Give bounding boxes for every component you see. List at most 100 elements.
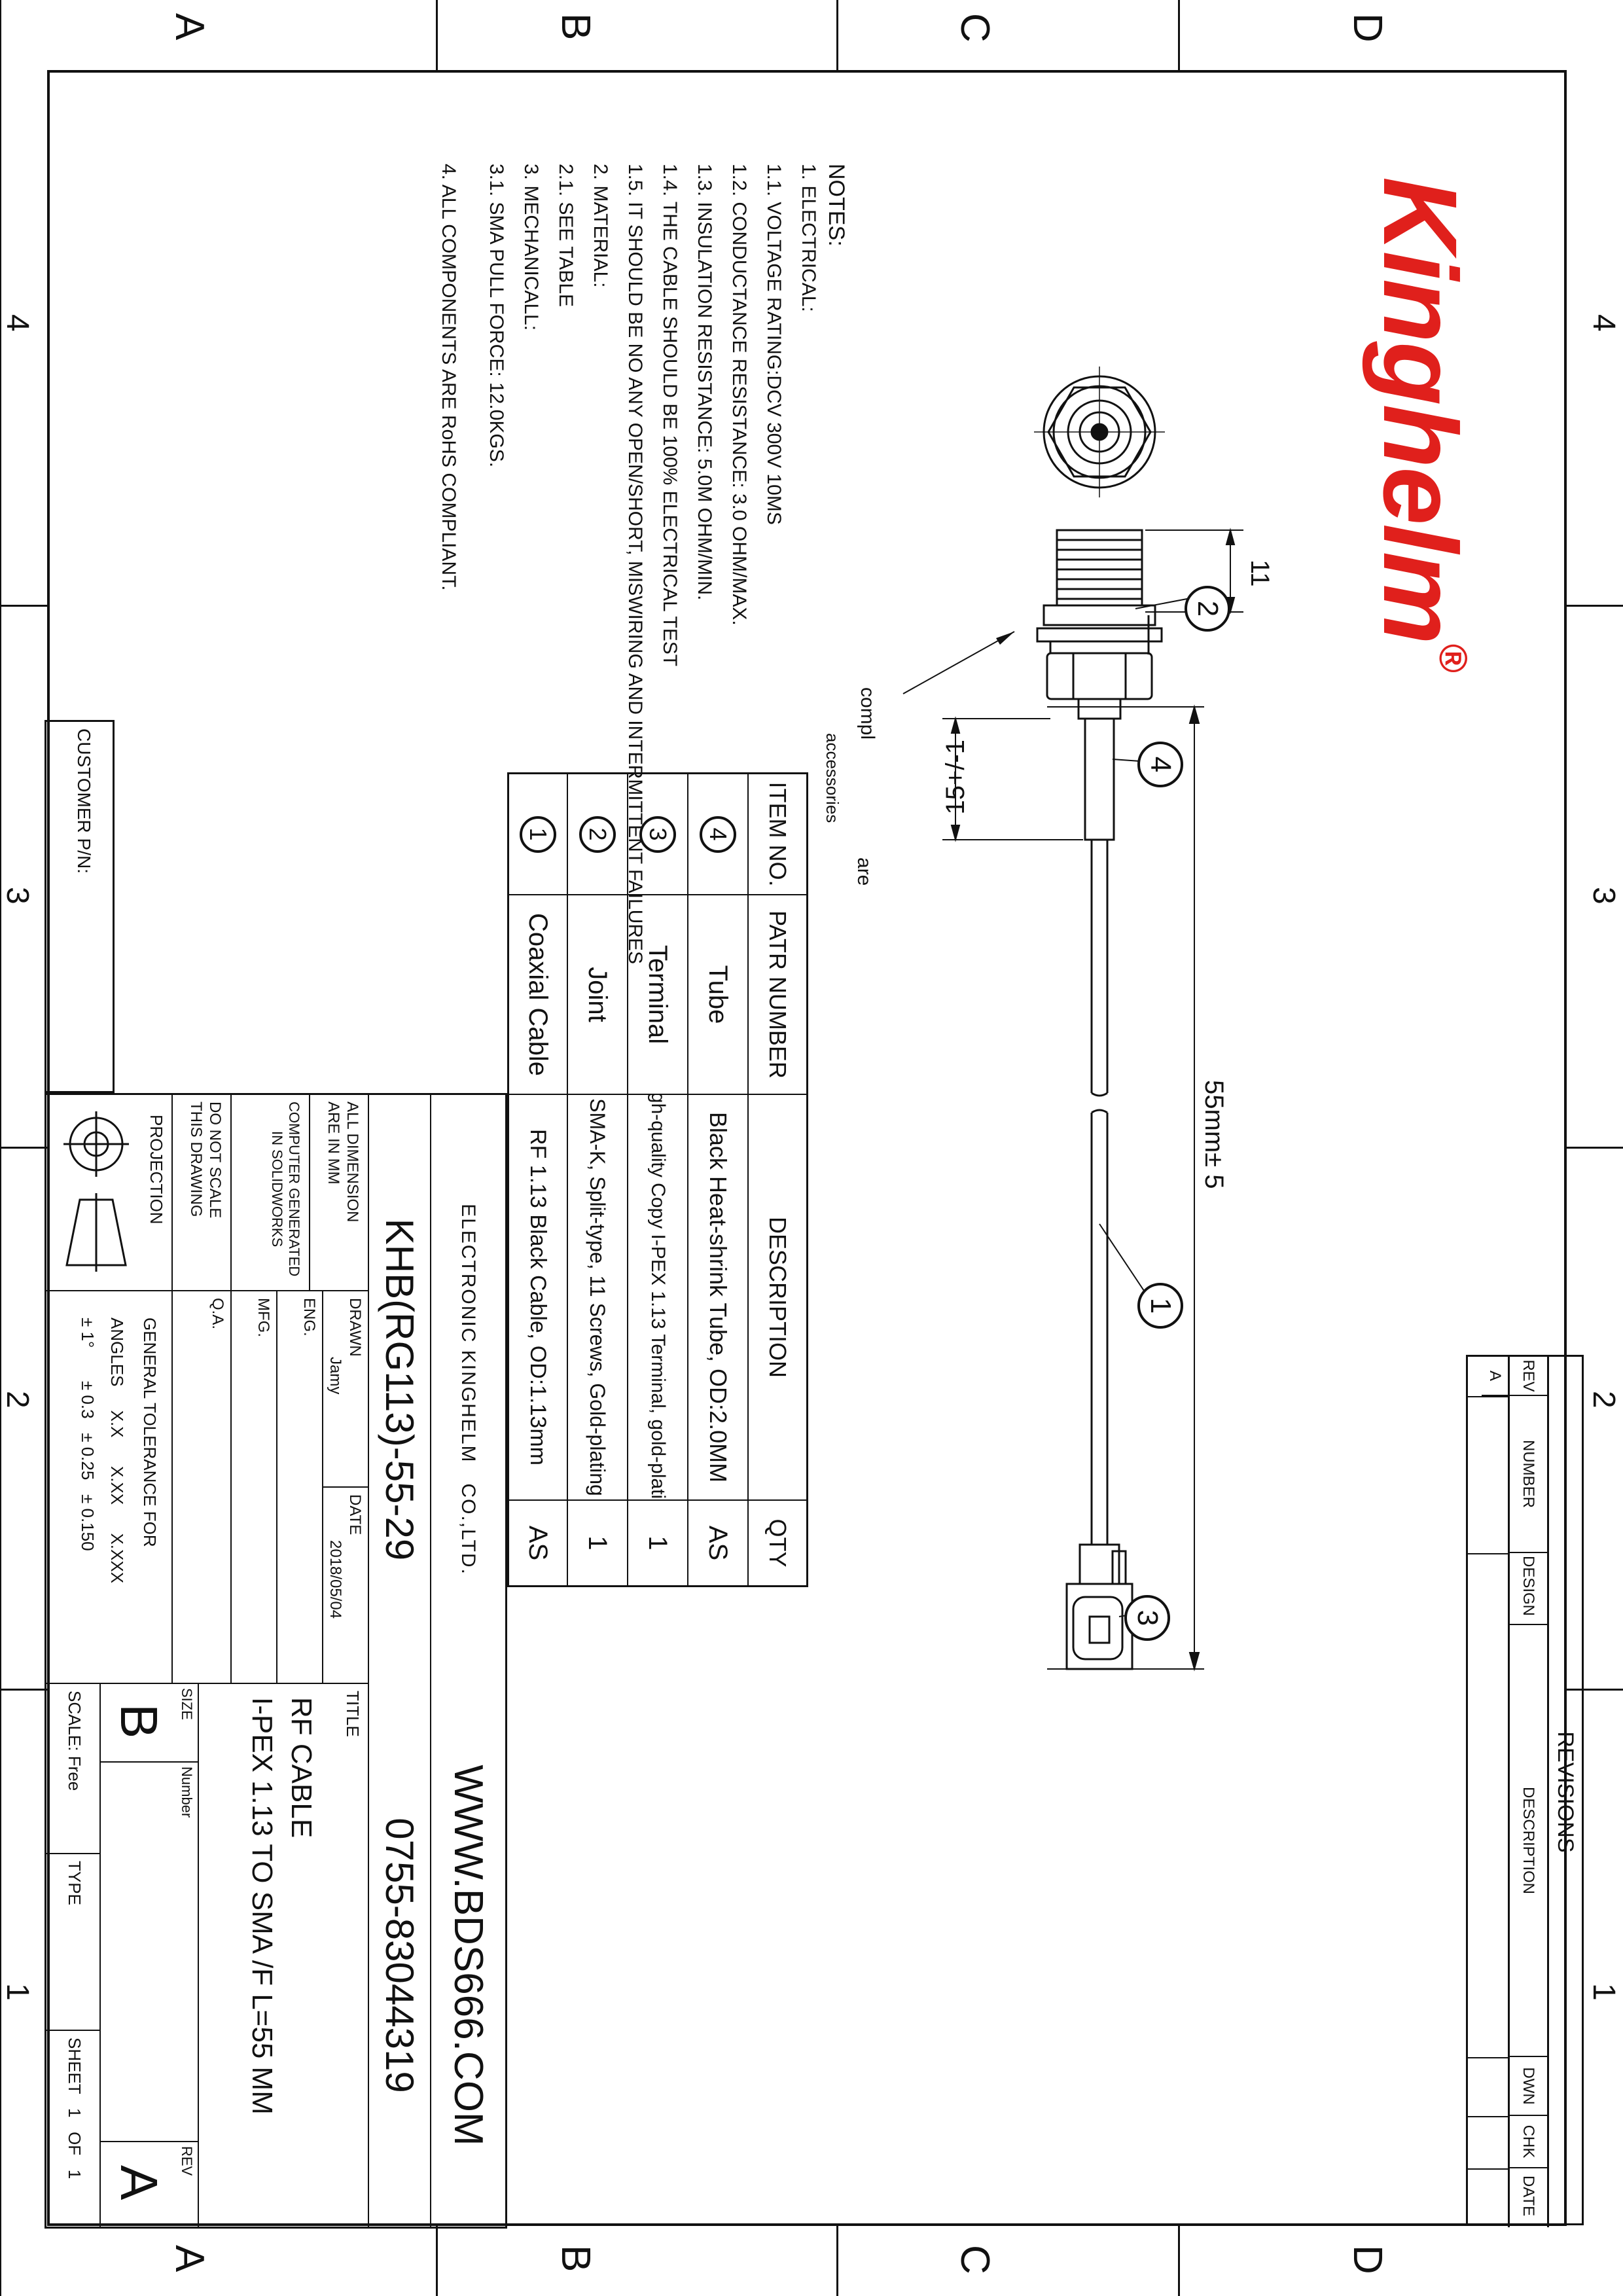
qa-label: Q.A. xyxy=(209,1298,226,1330)
title-line-1: RF CABLE xyxy=(285,1697,317,1839)
website: WWW.BDS666.COM xyxy=(430,1684,505,2227)
mfg-cell: MFG. xyxy=(230,1291,276,1684)
computer-generated-text: COMPUTER GENERATED IN SOLIDWORKS xyxy=(268,1102,302,1277)
tolerance-row-1: ANGLES X.X X.XX X.XXX xyxy=(107,1318,127,1584)
sheet-label: SHEET 1 OF 1 xyxy=(65,2037,84,2179)
number-cell: Number xyxy=(99,1763,198,2142)
tolerance-cell: GENERAL TOLERANCE FOR ANGLES X.X X.XX X.… xyxy=(46,1291,171,1684)
bom-row-item: 3 xyxy=(627,774,687,895)
zone-tick xyxy=(1178,2226,1180,2296)
eng-cell: ENG. xyxy=(276,1291,322,1684)
drawn-cell: DRAWN Jamy xyxy=(322,1291,368,1488)
annotation-text: accessories xyxy=(823,733,842,823)
title-cell: TITLE RF CABLE I-PEX 1.13 TO SMA /F L=55… xyxy=(198,1684,368,2227)
dim-tube-label: 15+/-1 xyxy=(941,740,970,815)
bom-header-item: ITEM NO. xyxy=(747,774,806,895)
zone-tick xyxy=(436,2226,438,2296)
type-label: TYPE xyxy=(65,1861,84,1905)
computer-generated: COMPUTER GENERATED IN SOLIDWORKS xyxy=(230,1095,309,1291)
title-line-2: I-PEX 1.13 TO SMA /F L=55 MM xyxy=(246,1697,278,2115)
bom-row-qty: 1 xyxy=(627,1501,687,1585)
title-block: ELECTRONIC KINGHELM CO.,LTD. WWW.BDS666.… xyxy=(45,1093,507,2229)
zone-tick xyxy=(436,0,438,70)
bom-row-item: 4 xyxy=(687,774,747,895)
rev-value: A xyxy=(110,2165,168,2200)
drawn-label: DRAWN xyxy=(346,1298,364,1357)
leader-panel xyxy=(902,631,1015,694)
date-value: 2018/05/04 xyxy=(327,1540,344,1619)
tolerance-row-2: ± 1° ± 0.3 ± 0.25 ± 0.150 xyxy=(78,1318,98,1551)
rev-header-date: DATE xyxy=(1520,2175,1538,2217)
all-dimension-text: ALL DIMENSION ARE IN MM xyxy=(325,1102,361,1223)
bom-row-part: Terminal xyxy=(627,895,687,1095)
tolerance-title: GENERAL TOLERANCE FOR xyxy=(140,1318,160,1547)
annotation-text: compl xyxy=(857,687,878,740)
bom-row-part: Joint xyxy=(567,895,627,1095)
zone-tick xyxy=(0,605,47,607)
zone-tick xyxy=(1567,605,1623,607)
zone-tick xyxy=(836,2226,838,2296)
scale-cell: SCALE: Free xyxy=(46,1684,99,1854)
size-label: SIZE xyxy=(179,1688,195,1720)
qa-cell: Q.A. xyxy=(171,1291,230,1684)
dim-length-label: 55mm± 5 xyxy=(1200,1080,1228,1189)
rev-header-dwn: DWN xyxy=(1510,2057,1547,2116)
company-name-text: ELECTRONIC KINGHELM xyxy=(457,1204,480,1463)
bom-row-part: Coaxial Cable xyxy=(509,895,567,1095)
bom-item-circle: 1 xyxy=(520,816,556,853)
dim-thread-label: 11 xyxy=(1245,560,1274,587)
eng-label: ENG. xyxy=(300,1298,318,1336)
scale-label: SCALE: Free xyxy=(65,1691,84,1791)
bom-table: ITEM NO. PATR NUMBER DESCRIPTION QTY 4 T… xyxy=(507,772,808,1587)
annotation-text: are xyxy=(853,857,875,886)
bom-header-desc: DESCRIPTION xyxy=(747,1095,806,1501)
title-label: TITLE xyxy=(343,1691,363,1737)
rev-header-number: NUMBER xyxy=(1510,1396,1547,1553)
bom-item-circle: 2 xyxy=(579,816,616,853)
projection-symbol-icon xyxy=(63,1111,129,1272)
rev-header-design: DESIGN xyxy=(1510,1553,1547,1625)
date-label: DATE xyxy=(346,1494,364,1535)
all-dimension: ALL DIMENSION ARE IN MM xyxy=(309,1095,368,1291)
rev-cell: REV A xyxy=(99,2142,198,2227)
do-not-scale: DO NOT SCALE THIS DRAWING xyxy=(171,1095,230,1291)
bom-item-circle: 4 xyxy=(700,816,736,853)
zone-tick xyxy=(0,1147,47,1149)
size-value: B xyxy=(110,1704,168,1739)
bom-header-qty: QTY xyxy=(747,1501,806,1585)
revisions-title: REVISIONS xyxy=(1553,1731,1578,1853)
date-cell: DATE 2018/05/04 xyxy=(322,1488,368,1684)
projection-label: PROJECTION xyxy=(147,1115,166,1225)
ipex-terminal xyxy=(1065,1543,1133,1670)
bom-row-qty: 1 xyxy=(567,1501,627,1585)
bom-row-desc: SMA-K, Split-type, 11 Screws, Gold-plati… xyxy=(567,1095,627,1501)
revisions-table: REVISIONS REV NUMBER DESIGN DESCRIPTION … xyxy=(1466,1355,1584,2227)
zone-tick xyxy=(1178,0,1180,70)
zone-tick xyxy=(1567,1689,1623,1691)
callout-3: 3 xyxy=(1124,1595,1170,1641)
rev-header-description: DESCRIPTION xyxy=(1510,1625,1547,2057)
callout-4: 4 xyxy=(1137,742,1183,787)
sma-front-view xyxy=(1034,367,1165,497)
phone-number: 0755-83044319 xyxy=(368,1684,430,2227)
projection-cell: PROJECTION xyxy=(46,1095,171,1291)
bom-row-item: 1 xyxy=(509,774,567,895)
customer-pn-box: CUSTOMER P/N: xyxy=(45,720,115,1093)
callout-1: 1 xyxy=(1137,1283,1183,1329)
company-suffix: CO.,LTD. xyxy=(457,1483,480,1575)
inner-border xyxy=(47,70,1567,2226)
part-number: KHB(RG113)-55-29 xyxy=(368,1095,430,1684)
rev-header-chk: CHK xyxy=(1510,2116,1547,2168)
zone-tick xyxy=(1567,1147,1623,1149)
bom-row-part: Tube xyxy=(687,895,747,1095)
bom-row-desc: High-quality Copy I-PEX 1.13 Terminal, g… xyxy=(627,1095,687,1501)
company-name: ELECTRONIC KINGHELM CO.,LTD. xyxy=(430,1095,505,1684)
customer-pn-label: CUSTOMER P/N: xyxy=(74,728,94,874)
zone-tick xyxy=(836,0,838,70)
dim-tube xyxy=(942,716,1083,842)
size-cell: SIZE B xyxy=(99,1684,198,1763)
heat-shrink-tube xyxy=(1084,717,1115,841)
bom-header-part: PATR NUMBER xyxy=(747,895,806,1095)
do-not-scale-text: DO NOT SCALE THIS DRAWING xyxy=(187,1102,224,1219)
